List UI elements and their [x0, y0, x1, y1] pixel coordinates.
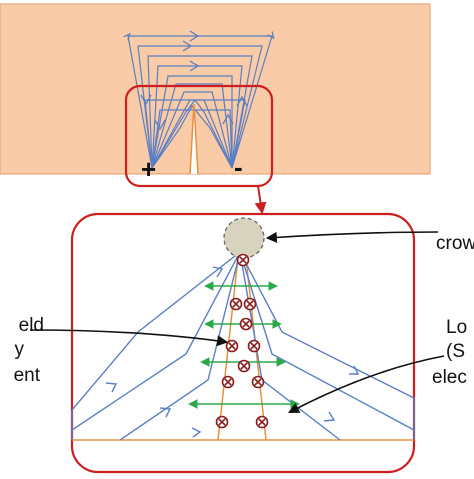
zoom-region-box	[124, 84, 274, 188]
field-label-line-2: y	[14, 339, 25, 360]
zoom-arrowhead-6	[191, 427, 202, 438]
current-loop-7	[151, 91, 233, 169]
flow-arrowhead-3	[189, 60, 200, 72]
top-flow-arrows	[140, 30, 248, 131]
current-marker-10	[215, 415, 229, 429]
electrode-label-line-1: Lo	[446, 317, 468, 338]
current-marker-5	[225, 339, 239, 353]
minus-terminal: -	[234, 152, 243, 182]
substrate-panel	[0, 3, 431, 175]
current-fan-2	[151, 104, 233, 169]
zoom-arrowhead-1	[212, 266, 224, 278]
current-marker-11	[255, 415, 269, 429]
flow-arrowhead-1	[189, 30, 200, 42]
current-marker-9	[251, 375, 265, 389]
field-label-line-3: ent	[13, 365, 40, 386]
current-markers	[215, 253, 269, 429]
current-loop-1	[128, 36, 272, 169]
current-fan-4	[144, 99, 246, 169]
flow-arrowhead-2	[182, 40, 193, 52]
current-marker-7	[237, 359, 251, 373]
current-loop-6	[151, 83, 233, 169]
plus-terminal: +	[141, 154, 156, 184]
current-loop-4	[151, 65, 243, 169]
current-marker-1	[236, 253, 250, 267]
field-leader-line	[29, 329, 229, 347]
flow-arrowhead-7	[222, 113, 234, 125]
electrode-leader-line	[288, 355, 445, 414]
zoom-panel-box	[70, 212, 416, 474]
current-marker-4	[239, 317, 253, 331]
electrode-label-line-2: (S	[446, 341, 465, 362]
flow-arrowhead-4	[140, 94, 152, 106]
electrode-label-line-3: elec	[432, 367, 467, 388]
current-marker-6	[247, 339, 261, 353]
electrode-slot	[189, 103, 199, 175]
current-loop-2	[137, 45, 263, 169]
zoom-arrowhead-5	[323, 411, 336, 422]
current-marker-8	[221, 375, 235, 389]
zoom-flow-arrows	[105, 266, 360, 438]
flow-arrowhead-6	[154, 119, 166, 131]
crowding-label: crow	[436, 233, 474, 254]
current-loop-3	[147, 55, 253, 169]
current-marker-3	[243, 297, 257, 311]
current-crowding-zone	[223, 217, 265, 259]
current-marker-2	[229, 297, 243, 311]
crowd-leader-line	[265, 231, 439, 244]
zoom-connector-arrow	[254, 185, 267, 215]
zoom-arrowhead-4	[159, 407, 172, 418]
flow-arrowhead-5	[236, 95, 248, 107]
top-current-paths	[128, 36, 272, 169]
zoom-arrowhead-2	[349, 365, 360, 375]
field-label-line-1: eld	[18, 315, 44, 336]
zoom-arrowhead-3	[105, 382, 118, 393]
